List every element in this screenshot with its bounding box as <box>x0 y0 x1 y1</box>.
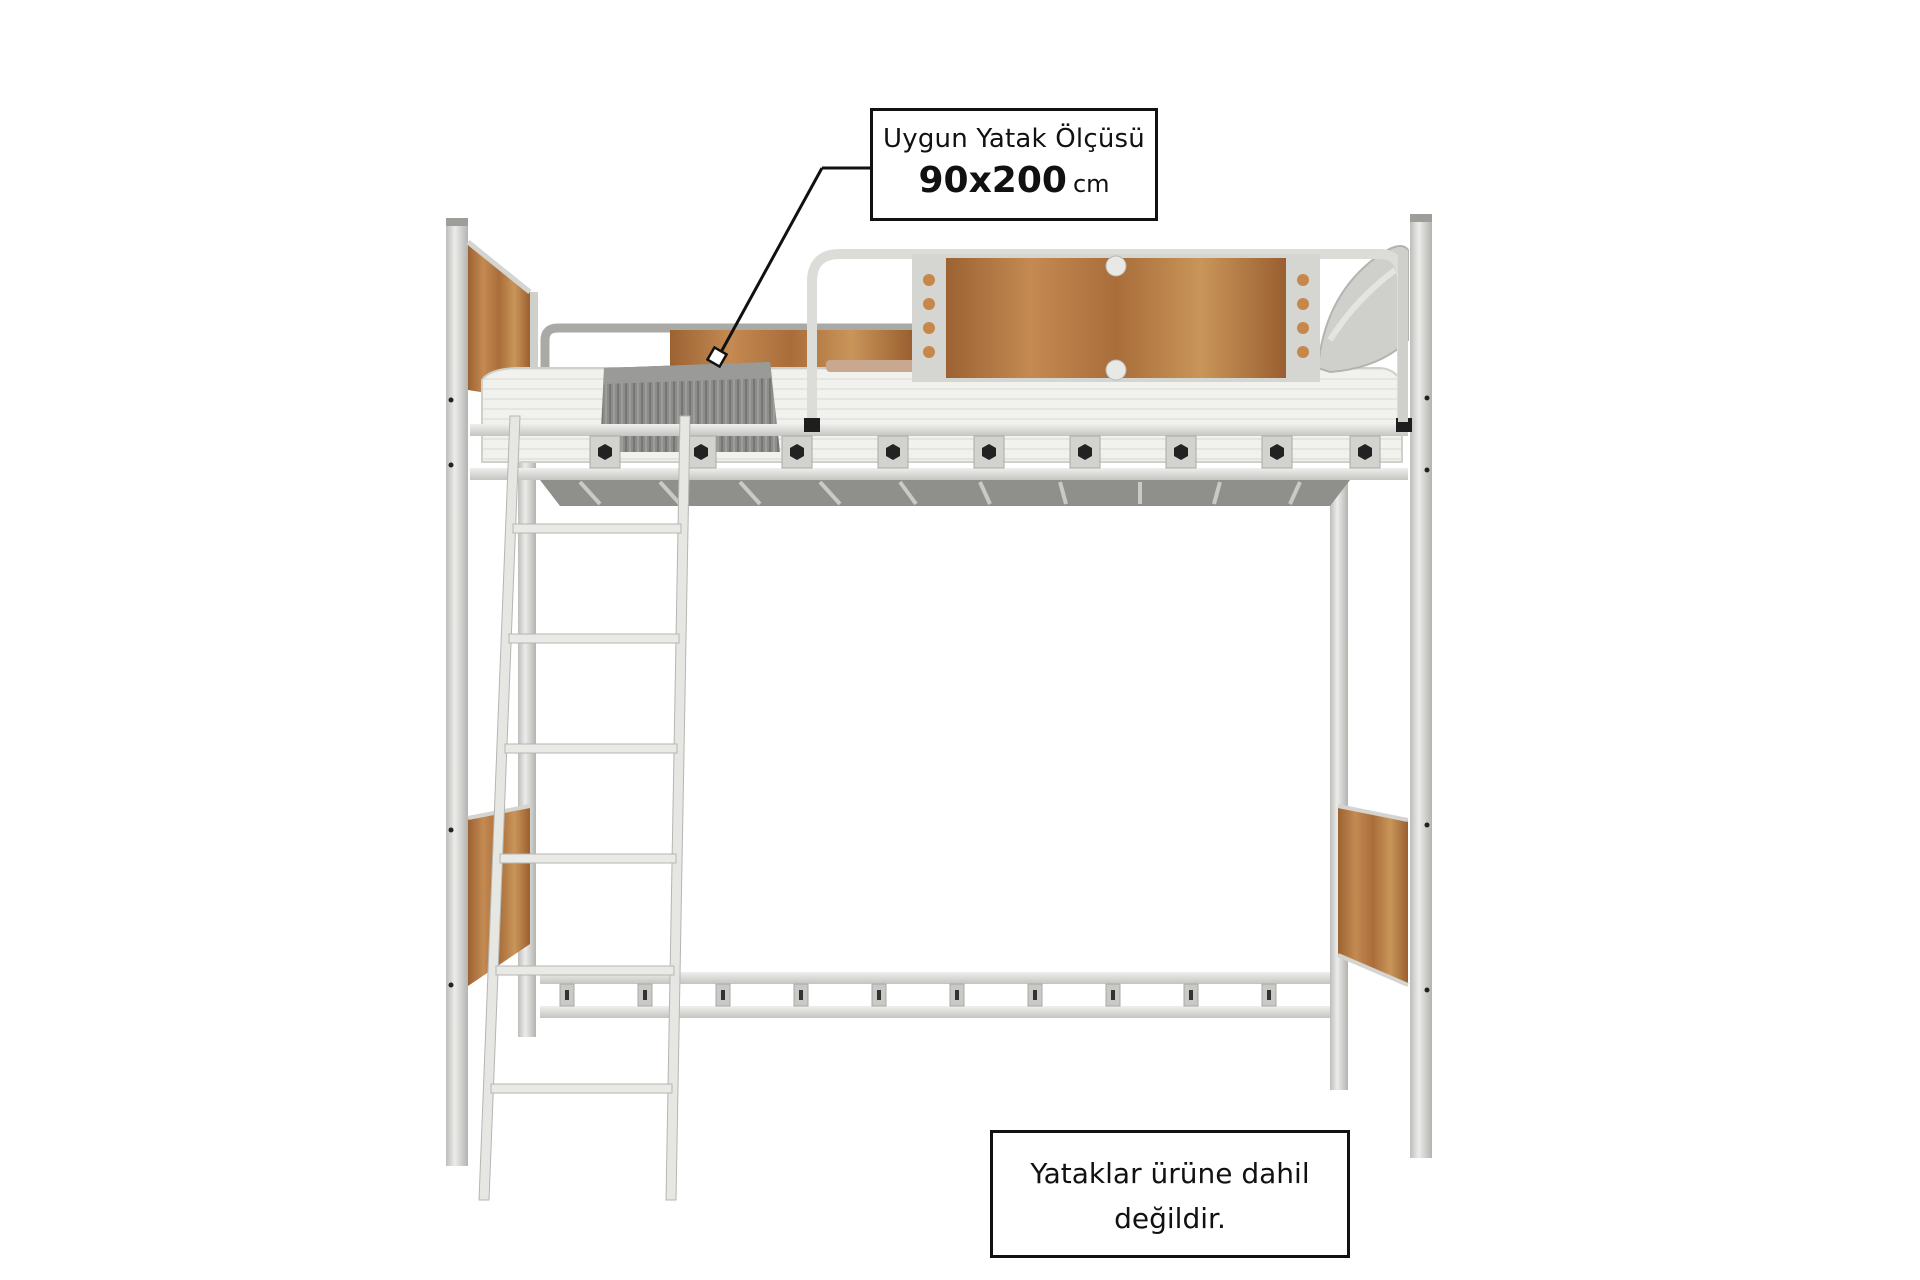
front-right-post <box>1410 214 1432 1158</box>
back-right-post <box>1330 470 1348 1090</box>
mattress-not-included-note: Yataklar ürüne dahil değildir. <box>990 1130 1350 1258</box>
mattress-size-value: 90x200 <box>918 160 1067 201</box>
upper-side-rail <box>470 424 1408 506</box>
front-left-post <box>446 218 468 1166</box>
lower-right-wood-panel <box>1337 804 1409 987</box>
ladder <box>478 415 691 1201</box>
front-guard-rail <box>804 249 1412 432</box>
callout-leader-line <box>705 166 875 369</box>
mattress-size-label: Uygun Yatak Ölçüsü <box>883 124 1145 154</box>
mattress-size-unit: cm <box>1072 170 1110 198</box>
lower-side-rail <box>540 972 1330 1018</box>
note-line-2: değildir. <box>1114 1202 1226 1235</box>
upper-left-wood-panel <box>466 240 538 400</box>
folded-blanket <box>826 360 918 372</box>
note-line-1: Yataklar ürüne dahil <box>1030 1157 1310 1190</box>
pillow <box>1316 245 1409 374</box>
